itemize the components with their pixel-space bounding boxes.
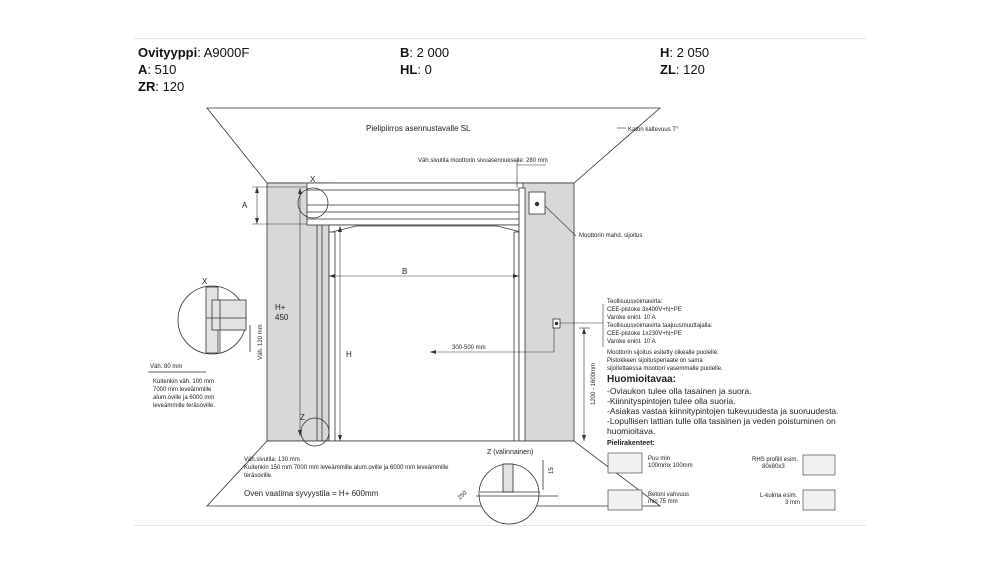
roof-slope-label: Katon kaltevuus T° (628, 127, 679, 133)
side-space-note-2: Kuitenkin 150 mm 7000 mm leveämmille alu… (244, 465, 449, 471)
jamb-rhs-2: 80x80x3 (762, 464, 785, 470)
door-type: Ovityyppi: A9000F (138, 45, 250, 60)
jamb-concrete-2: min 75 mm (648, 499, 678, 505)
jamb-wood-2: 100mmx 100mm (648, 463, 693, 469)
dim-1200-1600-label: 1200 - 1600mm (591, 363, 597, 405)
detail-x-note-4: leveämmille teräsoville. (153, 403, 215, 409)
jamb-title: Pielirakenteet: (607, 440, 655, 447)
side-space-note-1: Väh.sivutila: 130 mm (244, 457, 300, 463)
dim-h-plus-label: H+ (275, 303, 286, 312)
socket-line-1: Teollisuusvoimavirta: (607, 299, 663, 305)
note-2: -Kiinnityspintojen tulee olla suoria. (607, 396, 736, 406)
dim-b-value: B: 2 000 (400, 45, 450, 60)
detail-x (148, 285, 251, 373)
motor-note-3: sijoitettaessa moottori vasemmalle puole… (607, 366, 723, 372)
notes-title: Huomioitavaa: (607, 374, 676, 385)
socket-line-6: Varoke enint. 10 A (607, 339, 656, 345)
door-opening (328, 224, 520, 442)
dim-hl-value: HL: 0 (400, 62, 432, 77)
detail-x-note-2: 7000 mm leveämmille (153, 387, 212, 393)
detail-z (476, 460, 558, 525)
detail-z-label: Z (valinnainen) (487, 449, 533, 456)
dim-a-label: A (242, 201, 248, 210)
jamb-concrete-icon (607, 489, 643, 511)
jamb-lbeam-icon (802, 489, 836, 511)
detail-x-min-80: Väh. 80 mm (150, 364, 182, 370)
drawing-sheet (134, 38, 866, 526)
jamb-illustrations (607, 452, 836, 511)
motor-location-label: Moottorin mahd. sijoitus (579, 233, 642, 239)
detail-x-label: X (202, 277, 208, 286)
jamb-lbeam-1: L-kulma esim. (760, 493, 798, 499)
socket-line-5: CEE-pistoke 1x230V+N+PE (607, 331, 682, 337)
detail-x-note-3: alum.oville ja 6000 mm (153, 395, 214, 401)
dim-zr-value: ZR: 120 (138, 79, 185, 94)
right-wall (518, 182, 575, 442)
socket-line-3: Varoke enint. 10 A (607, 315, 656, 321)
jamb-rhs-1: RHS profiili esim. (752, 457, 798, 463)
note-4: -Lopullisen lattian tulle olla tasainen … (607, 416, 836, 426)
drawing-title: Pielipiirros asennustavalle SL (366, 124, 471, 133)
marker-z-main: Z (300, 413, 305, 422)
motor-note-2: Pistokkeen sijoitusperiaate on sama (607, 358, 703, 364)
dim-450-label: 450 (275, 313, 289, 322)
dim-h-value: H: 2 050 (660, 45, 710, 60)
dim-300-500-label: 300-500 mm (452, 345, 486, 351)
dim-b-label: B (402, 267, 407, 276)
detail-z-250: 250 (457, 490, 469, 502)
marker-x-main: X (310, 175, 316, 184)
note-1: -Oviaukon tulee olla tasainen ja suora. (607, 386, 752, 396)
detail-x-note-1: Kuitenkin väh. 100 mm (153, 379, 214, 385)
note-5: huomioitava. (607, 426, 655, 436)
jamb-wood-1: Puu min (648, 456, 670, 462)
jamb-lbeam-2: 3 mm (785, 500, 800, 506)
jamb-rhs-icon (802, 454, 836, 476)
dim-a-value: A: 510 (138, 62, 177, 77)
detail-z-15: 15 (549, 467, 555, 474)
note-3: -Asiakas vastaa kiinnitypintojen tukevuu… (607, 406, 839, 416)
socket-line-2: CEE-pistoke 3x400V+N+PE (607, 307, 682, 313)
dim-zl-value: ZL: 120 (660, 62, 705, 77)
socket-line-4: Teollisuusvoimavirta taajuusmuuttajalla: (607, 323, 713, 329)
depth-note: Oven vaatima syvyystila = H+ 600mm (244, 489, 379, 498)
side-space-note-3: teräsoville. (244, 473, 273, 479)
dim-h-label: H (346, 350, 352, 359)
jamb-wood-icon (607, 452, 643, 474)
floor (206, 440, 662, 507)
motor-note-1: Moottorin sijoitus esitetty oikealle puo… (607, 350, 719, 356)
jamb-concrete-1: Betoni vahvuus (648, 492, 689, 498)
ceiling (206, 107, 662, 184)
motor-space-label: Väh.sivutila moottorin sivuasennukselle:… (418, 158, 548, 164)
detail-x-min-120: Väh. 120 mm (258, 324, 264, 360)
